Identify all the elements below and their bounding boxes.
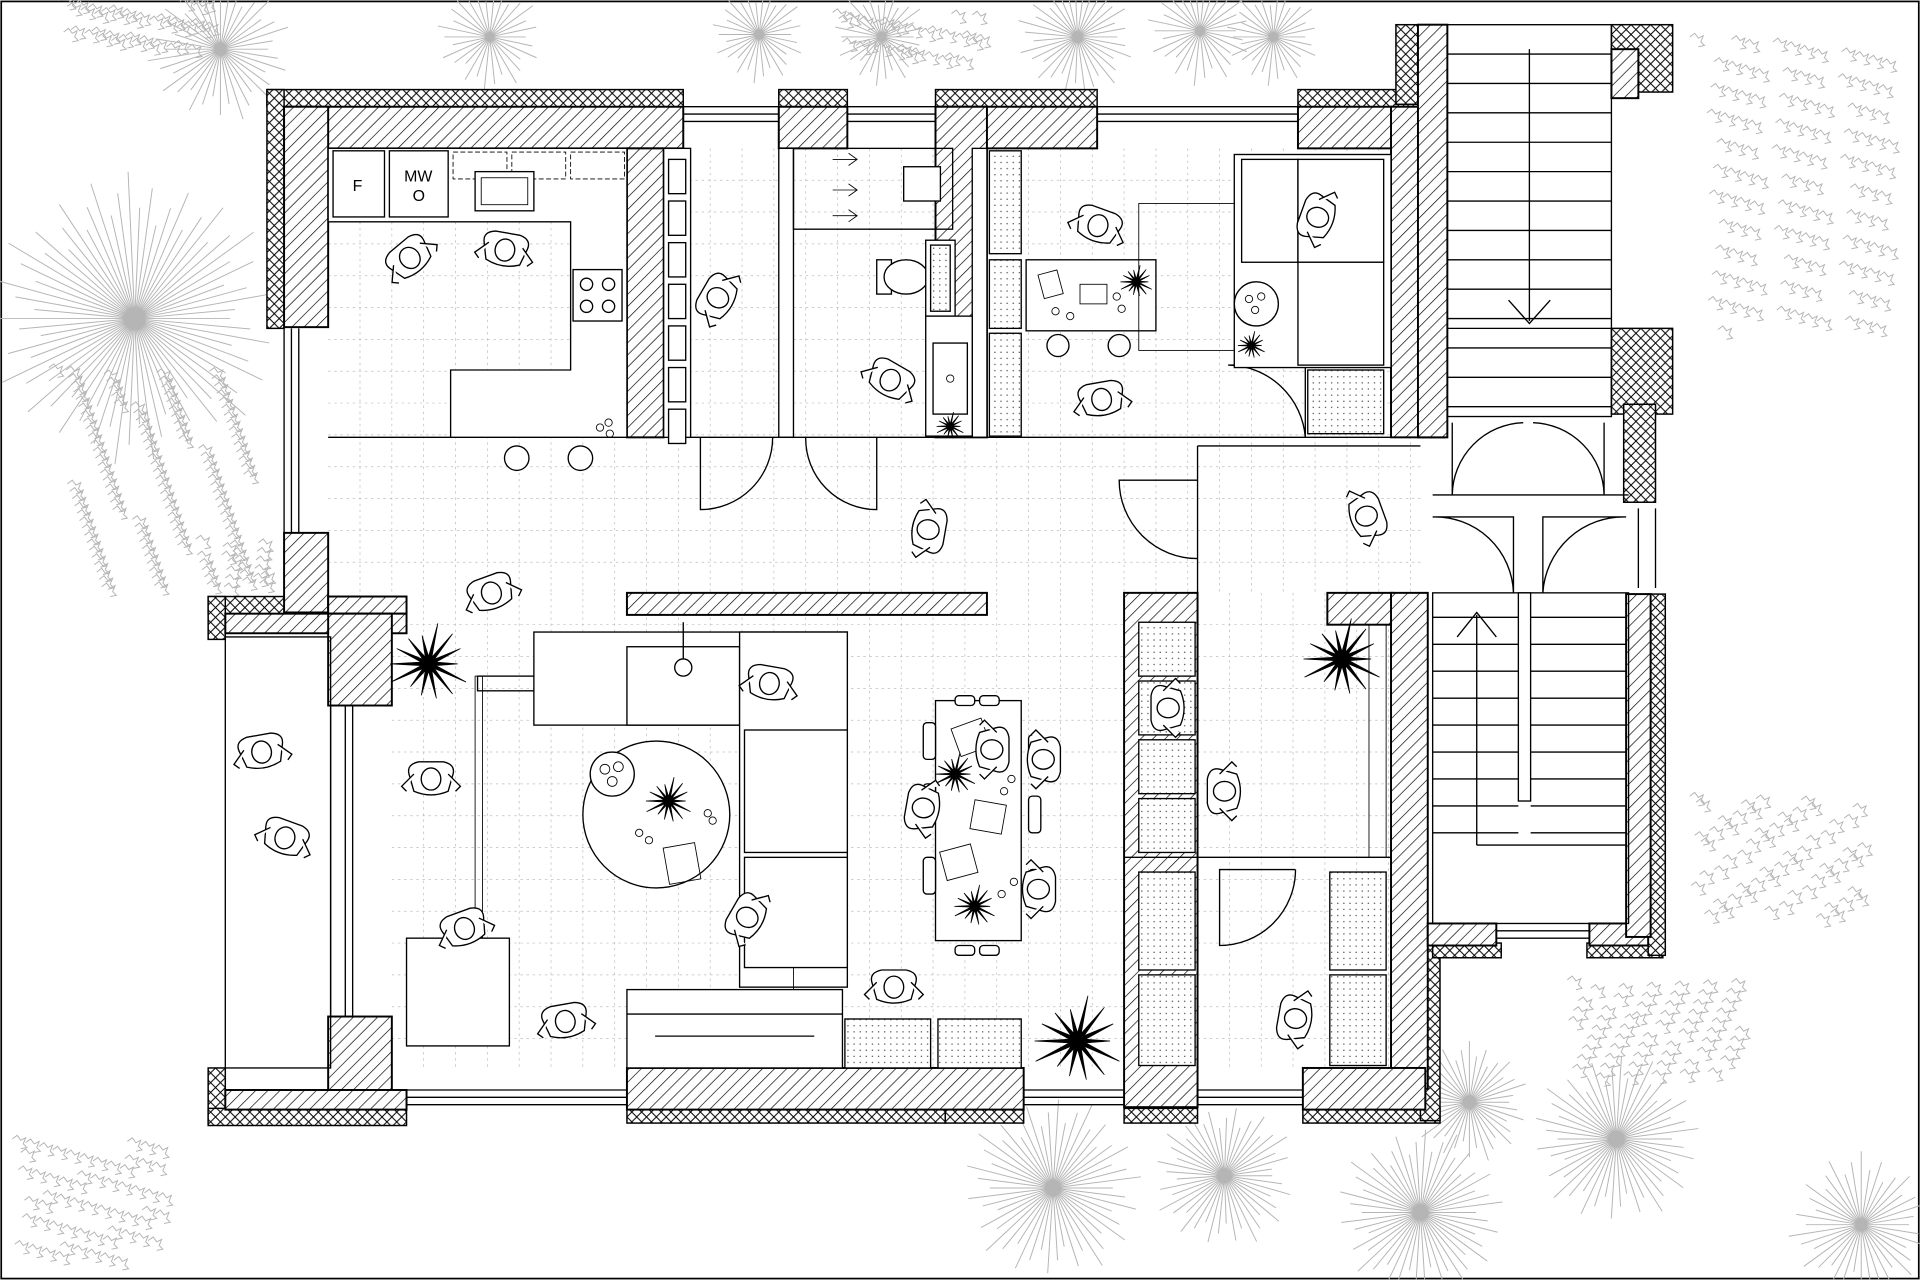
dining-chair <box>978 695 1000 707</box>
shrub-icon <box>48 363 260 598</box>
person-icon <box>465 571 523 614</box>
oven-label: O <box>413 188 425 205</box>
people <box>233 191 1388 1050</box>
person-icon <box>1345 490 1388 548</box>
door-swing-icon <box>1218 868 1297 947</box>
person-icon <box>1026 729 1062 790</box>
person-icon <box>695 272 742 328</box>
person-icon <box>1150 677 1185 739</box>
fridge <box>332 150 386 218</box>
staircase <box>1431 24 1630 925</box>
microwave-label: MW <box>404 168 432 185</box>
person-icon <box>1073 379 1133 417</box>
person-icon <box>400 761 462 796</box>
person-icon <box>1066 204 1124 247</box>
fridge-label: F <box>353 178 363 195</box>
hall-built-ins <box>1138 621 1387 1067</box>
shrub-icon <box>1689 32 1901 340</box>
oven-microwave <box>388 150 449 218</box>
door-swing-icon <box>1542 516 1627 593</box>
sink-icon <box>932 342 969 415</box>
plants <box>390 265 1380 1080</box>
windows <box>283 106 1590 1106</box>
person-icon <box>473 230 534 267</box>
person-icon <box>863 969 925 1004</box>
person-icon <box>1296 191 1339 249</box>
plant-icon <box>934 752 976 793</box>
tree-icon <box>967 1099 1142 1274</box>
person-icon <box>438 907 496 950</box>
bar-stools <box>503 445 594 472</box>
person-icon <box>903 779 941 840</box>
plant-icon <box>1237 331 1265 358</box>
stair-arrow-icon <box>1456 611 1497 846</box>
tree-icon <box>1408 1041 1526 1161</box>
tree-icon <box>437 0 537 92</box>
tree-icon <box>1018 0 1131 98</box>
stair-arrow-icon <box>1508 49 1551 325</box>
person-icon <box>724 892 771 948</box>
person-icon <box>1275 989 1313 1050</box>
door-swing-icon <box>1451 421 1524 495</box>
person-icon <box>384 233 438 284</box>
living-area <box>405 622 1022 1069</box>
tree-icon <box>835 0 924 86</box>
door-swing-icon <box>699 437 774 511</box>
dining-chair <box>954 695 976 707</box>
plant-icon <box>954 884 995 925</box>
door-swing-icon <box>1432 516 1515 593</box>
person-icon <box>536 1001 597 1039</box>
dining-chair <box>922 721 937 761</box>
person-icon <box>911 498 948 559</box>
tree-icon <box>1340 1129 1503 1280</box>
shrub-icon <box>832 8 992 71</box>
door-swing-icon <box>805 437 878 511</box>
tree-icon <box>1227 0 1316 86</box>
storage <box>663 147 692 445</box>
door-swing-icon <box>1228 364 1306 438</box>
person-icon <box>1021 858 1057 920</box>
dining-chair <box>922 856 937 895</box>
person-icon <box>860 357 916 404</box>
tree-icon <box>1147 0 1247 86</box>
dining-chair <box>1027 795 1042 834</box>
plant-icon <box>1120 265 1152 297</box>
doors <box>699 364 1627 947</box>
shrub-icon <box>1567 975 1751 1087</box>
structural-walls <box>224 23 1652 1111</box>
plant-icon <box>645 777 691 822</box>
shrub-icon <box>11 1134 174 1271</box>
tree-icon <box>1536 1056 1699 1219</box>
tree-icon <box>1788 1151 1920 1280</box>
dining-chair <box>954 944 976 956</box>
dining-chair <box>978 944 1000 956</box>
tree-icon <box>712 0 802 84</box>
balcony <box>224 636 332 1069</box>
shrub-icon <box>61 0 221 59</box>
person-icon <box>233 732 293 770</box>
plant-icon <box>390 623 467 699</box>
tree-icon <box>1157 1108 1291 1243</box>
tree-icon <box>0 171 270 465</box>
person-icon <box>738 663 799 701</box>
door-swing-icon <box>1533 421 1605 495</box>
shrub-icon <box>1689 791 1874 928</box>
hob-icon <box>572 268 623 322</box>
kitchen: F MW O <box>327 147 628 472</box>
toilet-icon <box>876 259 929 295</box>
person-icon <box>1206 760 1242 822</box>
person-icon <box>253 816 311 859</box>
plant-icon <box>1034 995 1120 1080</box>
bathroom <box>792 147 973 437</box>
person-icon <box>975 719 1010 780</box>
plant-icon <box>1303 618 1380 694</box>
door-swing-icon <box>1118 479 1198 560</box>
plant-icon <box>936 411 964 439</box>
